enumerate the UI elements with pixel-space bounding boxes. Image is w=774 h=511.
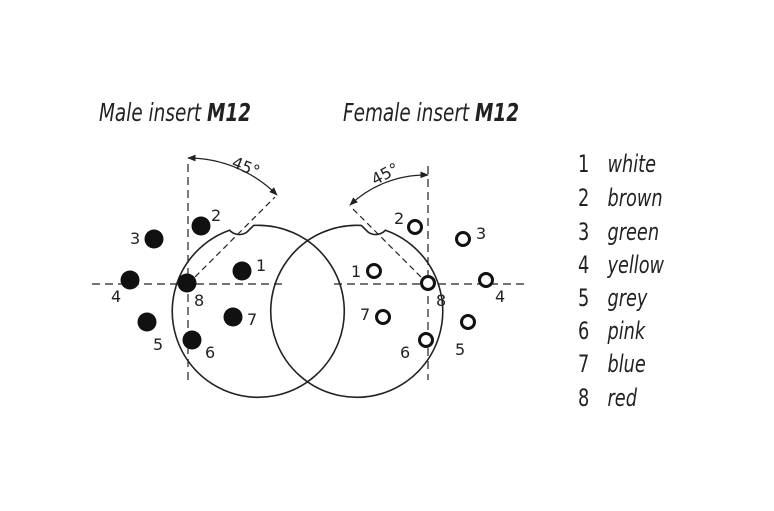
- male-pin-6: [182, 330, 202, 350]
- female-pin-label-7: 7: [360, 305, 370, 324]
- male-pin-1: [232, 261, 252, 281]
- legend-color: blue: [607, 350, 646, 378]
- legend-color: red: [607, 384, 637, 412]
- legend-number: 6: [578, 317, 590, 345]
- male-pin-label-5: 5: [153, 335, 163, 354]
- legend-color: pink: [607, 317, 646, 345]
- legend-row: 3 green: [578, 218, 659, 251]
- female-pin-6: [418, 332, 434, 348]
- legend-color: grey: [607, 284, 648, 312]
- male-pin-8: [177, 273, 197, 293]
- male-title-prefix: Male insert: [99, 98, 207, 127]
- legend-number: 1: [578, 150, 590, 178]
- female-pin-label-8: 8: [436, 291, 446, 310]
- male-angle-arc: [187, 154, 278, 196]
- female-pin-2: [407, 219, 423, 235]
- legend-row: 4 yellow: [578, 251, 664, 284]
- male-diagonal-line: [187, 196, 276, 285]
- female-pin-label-2: 2: [394, 209, 404, 228]
- female-diagonal-line: [349, 205, 429, 285]
- female-pin-label-6: 6: [400, 343, 410, 362]
- male-pin-label-1: 1: [256, 256, 266, 275]
- male-pin-2: [191, 216, 211, 236]
- legend-color: yellow: [607, 251, 665, 279]
- female-pin-label-4: 4: [495, 287, 505, 306]
- male-pin-label-2: 2: [211, 206, 221, 225]
- legend-number: 8: [578, 384, 590, 412]
- male-pin-label-3: 3: [130, 229, 140, 248]
- male-pins: [120, 216, 252, 350]
- male-pin-label-7: 7: [247, 310, 257, 329]
- legend-number: 2: [578, 184, 590, 212]
- male-pin-3: [144, 229, 164, 249]
- female-pin-label-3: 3: [476, 224, 486, 243]
- female-pin-label-5: 5: [455, 340, 465, 359]
- female-pin-1: [366, 263, 382, 279]
- legend-row: 1 white: [578, 150, 656, 183]
- female-angle-arc: [349, 171, 429, 206]
- female-pin-label-1: 1: [351, 262, 361, 281]
- female-title-bold: M12: [475, 98, 520, 127]
- male-pin-label-6: 6: [205, 343, 215, 362]
- male-pin-4: [120, 270, 140, 290]
- male-pin-7: [223, 307, 243, 327]
- legend-color: brown: [607, 184, 663, 212]
- legend-row: 5 grey: [578, 284, 647, 317]
- legend-number: 7: [578, 350, 590, 378]
- female-pin-4: [478, 272, 494, 288]
- female-angle-label: 45°: [368, 159, 402, 189]
- legend-number: 3: [578, 218, 590, 246]
- female-pin-8: [420, 275, 436, 291]
- female-insert-title: Female insert M12: [343, 98, 519, 127]
- male-pin-5: [137, 312, 157, 332]
- male-angle-label: 45°: [229, 153, 262, 181]
- female-pin-7: [375, 309, 391, 325]
- male-outline: [171, 224, 346, 399]
- female-title-prefix: Female insert: [343, 98, 476, 127]
- legend-color: white: [607, 150, 656, 178]
- female-pin-5: [460, 314, 476, 330]
- female-outline: [269, 224, 444, 399]
- legend-row: 7 blue: [578, 350, 646, 383]
- male-pin-label-8: 8: [194, 291, 204, 310]
- male-pin-label-4: 4: [111, 287, 121, 306]
- legend-row: 2 brown: [578, 184, 663, 217]
- legend-number: 5: [578, 284, 590, 312]
- male-title-bold: M12: [206, 98, 252, 127]
- female-pins: [366, 219, 494, 348]
- legend-color: green: [607, 218, 660, 246]
- male-insert-title: Male insert M12: [99, 98, 251, 127]
- female-pin-3: [455, 231, 471, 247]
- legend-row: 8 red: [578, 384, 637, 417]
- legend-number: 4: [578, 251, 590, 279]
- legend-row: 6 pink: [578, 317, 645, 350]
